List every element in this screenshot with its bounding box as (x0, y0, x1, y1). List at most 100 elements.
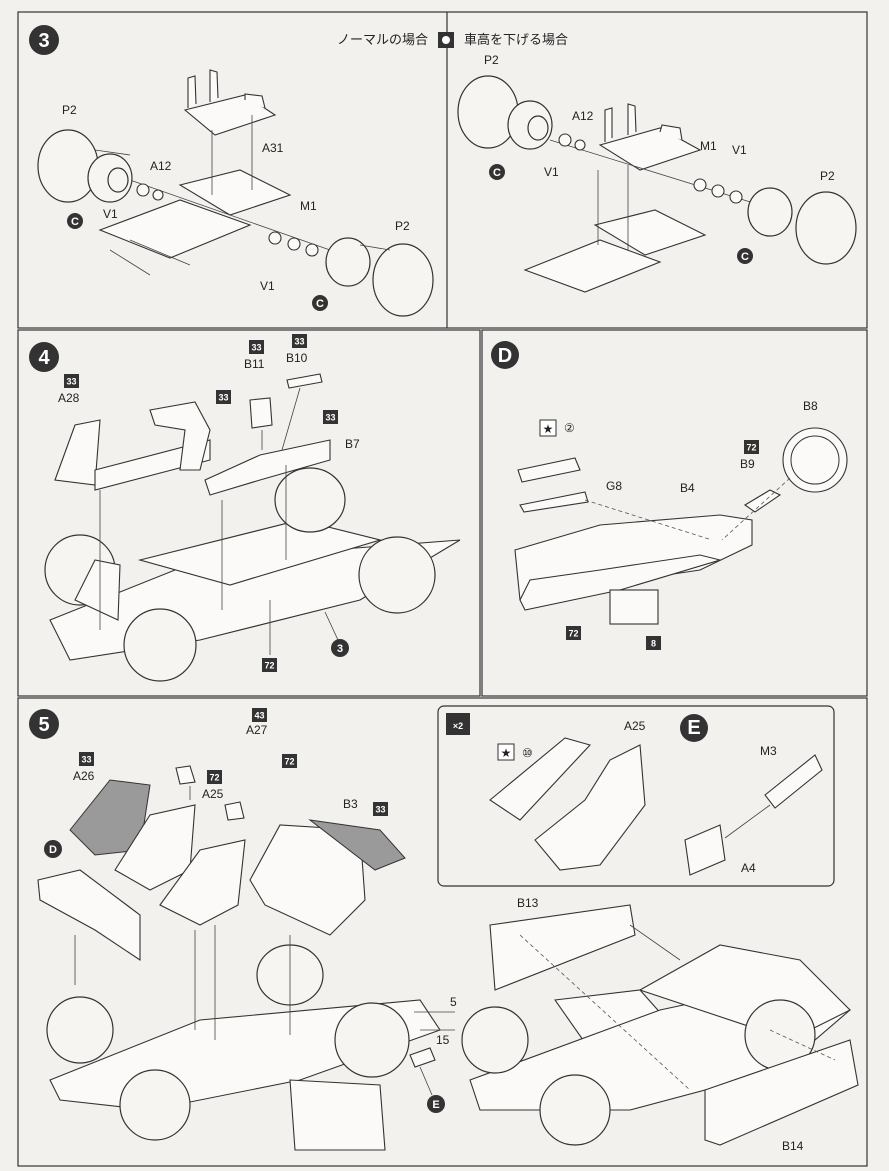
part-m1-mount (178, 169, 292, 216)
b13-guide (629, 924, 681, 961)
dashboard-assembly (37, 869, 141, 962)
v1-washer-r1 (693, 178, 707, 192)
paint-code: 72 (746, 443, 756, 453)
paint-badge-rear (282, 754, 297, 768)
step-4-badge (29, 342, 59, 372)
part-b11-shifter (249, 397, 273, 429)
step-3-normal-drawing (37, 69, 434, 317)
leader-e (419, 1066, 433, 1096)
paint-code: 33 (251, 343, 261, 353)
decal-10-strip (489, 737, 592, 821)
tire-front-left (123, 608, 197, 682)
decal-badge (539, 419, 557, 437)
label-b10: B10 (286, 351, 308, 365)
tire-front-right (358, 536, 436, 614)
decal-number: ② (564, 421, 575, 435)
step-e-badge (680, 714, 708, 742)
label-a25: A25 (202, 787, 224, 801)
tire-front-left (119, 1069, 191, 1141)
v1-washer-r2 (711, 184, 725, 198)
chassis-lines (109, 239, 191, 276)
finished-tire-front-left (539, 1074, 611, 1146)
a12-washer-left (136, 183, 150, 197)
ref-c-badge (67, 213, 83, 229)
paint-code: 33 (218, 393, 228, 403)
tire-p2-right (795, 191, 857, 265)
ref-e-letter: E (432, 1099, 439, 1111)
label-a12: A12 (150, 159, 172, 173)
step-5-panel (17, 697, 868, 1167)
paint-code: 72 (568, 629, 578, 639)
tire-rear-right (274, 467, 346, 533)
chassis-rear-lowered (523, 239, 662, 293)
paint-code: 33 (375, 805, 385, 815)
a31-tab-right (659, 124, 683, 141)
decal-badge (497, 743, 515, 761)
label-m1: M1 (700, 139, 717, 153)
wheel-hub-left (107, 167, 129, 193)
b10-guide (281, 387, 301, 451)
part-a28-hoop (149, 401, 211, 471)
a31-tab-left (187, 75, 197, 108)
decal-number: ⑩ (522, 746, 533, 760)
axle-lowered (549, 139, 761, 206)
label-p2: P2 (62, 103, 77, 117)
step-3-lowered-drawing (457, 75, 857, 293)
part-e-mirror (409, 1047, 436, 1068)
star-icon: ★ (543, 422, 554, 436)
chassis-tub (137, 519, 383, 586)
step-5-drawing (37, 765, 859, 1151)
paint-badge-a26 (79, 752, 94, 766)
label-15: 15 (436, 1033, 450, 1047)
v1-washer-r3 (305, 243, 319, 257)
ref-c-letter: C (741, 251, 749, 263)
seat-subassembly-panel (437, 705, 835, 887)
label-v1: V1 (544, 165, 559, 179)
steering-wheel-rim (790, 435, 840, 485)
step-d-badge (491, 341, 519, 369)
step-d-letter: D (498, 345, 512, 367)
paint-badge-tray (216, 390, 231, 404)
wheel-hub-left (527, 115, 549, 141)
label-b7: B7 (345, 437, 360, 451)
wheel-right (325, 237, 371, 287)
a31-tab-mid (209, 69, 219, 102)
part-a25-seat-left (114, 804, 196, 891)
b9-guide (721, 477, 791, 541)
paint-code: 33 (81, 755, 91, 765)
label-g8: G8 (606, 479, 622, 493)
ref-d-letter: D (49, 844, 57, 856)
paint-code: 72 (209, 773, 219, 783)
step-4: 4 33 A28 33 B11 (29, 334, 461, 682)
label-b4: B4 (680, 481, 695, 495)
part-b8-steering-wheel (782, 427, 848, 493)
b13-dash (519, 934, 691, 1091)
ref-c-letter: C (316, 298, 324, 310)
label-v1: V1 (103, 207, 118, 221)
step-d: D ★ ② G8 B4 B8 72 B9 72 8 (491, 341, 848, 650)
label-b11: B11 (244, 357, 265, 371)
rear-seats (249, 824, 366, 936)
part-a26-seat (69, 779, 151, 856)
part-b14-door (704, 1039, 859, 1146)
ref-d-badge (44, 840, 62, 858)
part-m3 (764, 754, 823, 809)
v1-washer-left (152, 189, 164, 201)
step-3-badge (29, 25, 59, 55)
part-a27-headrest (175, 765, 196, 785)
ref-3-leader (324, 611, 339, 641)
step-4-panel (17, 329, 481, 697)
step-4-drawing (44, 373, 461, 682)
part-a31 (183, 94, 277, 136)
ref-c-badge (489, 164, 505, 180)
step-3: 3 ノーマルの場合 車高を下げる場合 (29, 25, 857, 317)
part-b10 (286, 373, 323, 389)
step-3-panel (17, 11, 868, 329)
tire-arrow-left (94, 149, 131, 156)
dashboard-console-box (609, 589, 659, 625)
tire-rear-left (46, 996, 114, 1064)
v1-washer-r3 (729, 190, 743, 204)
decal-2 (517, 457, 581, 483)
tire-front-right (334, 1002, 410, 1078)
